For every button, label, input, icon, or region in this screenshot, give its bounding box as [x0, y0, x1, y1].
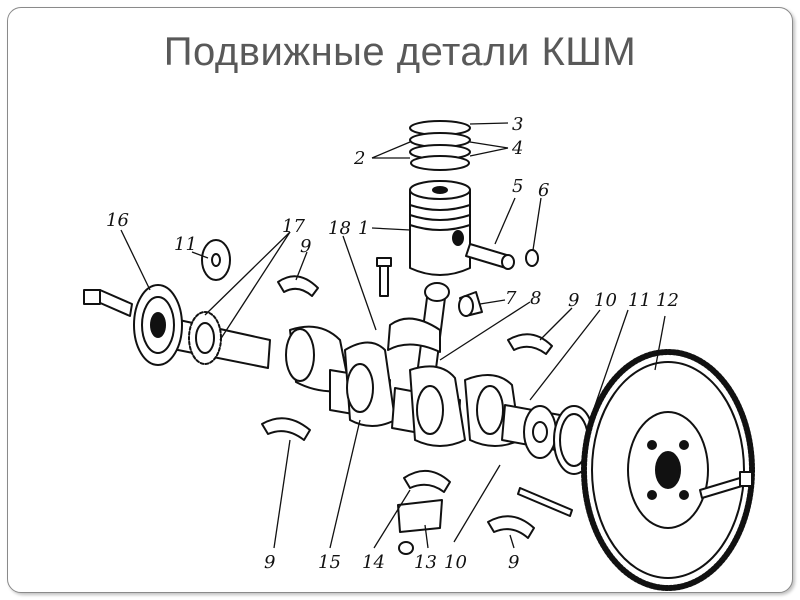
- label-11-right: 11: [628, 290, 651, 311]
- crankshaft-pulley: [83, 284, 183, 366]
- label-9-right: 9: [568, 290, 579, 311]
- label-18: 18: [328, 218, 351, 239]
- label-17: 17: [282, 216, 305, 237]
- label-3: 3: [512, 114, 523, 135]
- piston: [409, 180, 471, 276]
- timing-gear: [188, 311, 222, 365]
- label-6: 6: [538, 180, 549, 201]
- label-9-bottom-right: 9: [508, 552, 519, 573]
- part-labels: 3 4 2 5 6 1 16 17 18 11 9 7 8 9 10 11 12…: [106, 114, 679, 573]
- label-11-top: 11: [174, 234, 197, 255]
- piston-pin: [465, 243, 539, 270]
- thrust-washer-top: [201, 239, 231, 281]
- label-7: 7: [505, 288, 517, 309]
- label-2: 2: [353, 148, 365, 169]
- label-9-top: 9: [300, 236, 311, 257]
- label-8: 8: [530, 288, 541, 309]
- crankshaft: [167, 317, 561, 459]
- bearing-shell: [261, 275, 553, 539]
- flywheel: [581, 349, 755, 591]
- slide-title: Подвижные детали КШМ: [163, 30, 637, 74]
- leader-lines: [120, 122, 666, 549]
- connecting-rod-bushing: [458, 291, 483, 317]
- label-5: 5: [512, 176, 523, 197]
- label-13: 13: [414, 552, 437, 573]
- rod-bolt: [376, 257, 392, 297]
- piston-rings: [409, 120, 471, 171]
- label-10-top: 10: [594, 290, 617, 311]
- label-12: 12: [656, 290, 679, 311]
- label-16: 16: [106, 210, 129, 231]
- label-4: 4: [511, 138, 523, 159]
- rod-cap: [397, 499, 443, 555]
- label-10-bottom: 10: [444, 552, 467, 573]
- label-9-bottom-left: 9: [264, 552, 275, 573]
- flywheel-bolt: [517, 487, 573, 517]
- label-15: 15: [318, 552, 341, 573]
- label-14: 14: [362, 552, 385, 573]
- label-1: 1: [358, 218, 369, 239]
